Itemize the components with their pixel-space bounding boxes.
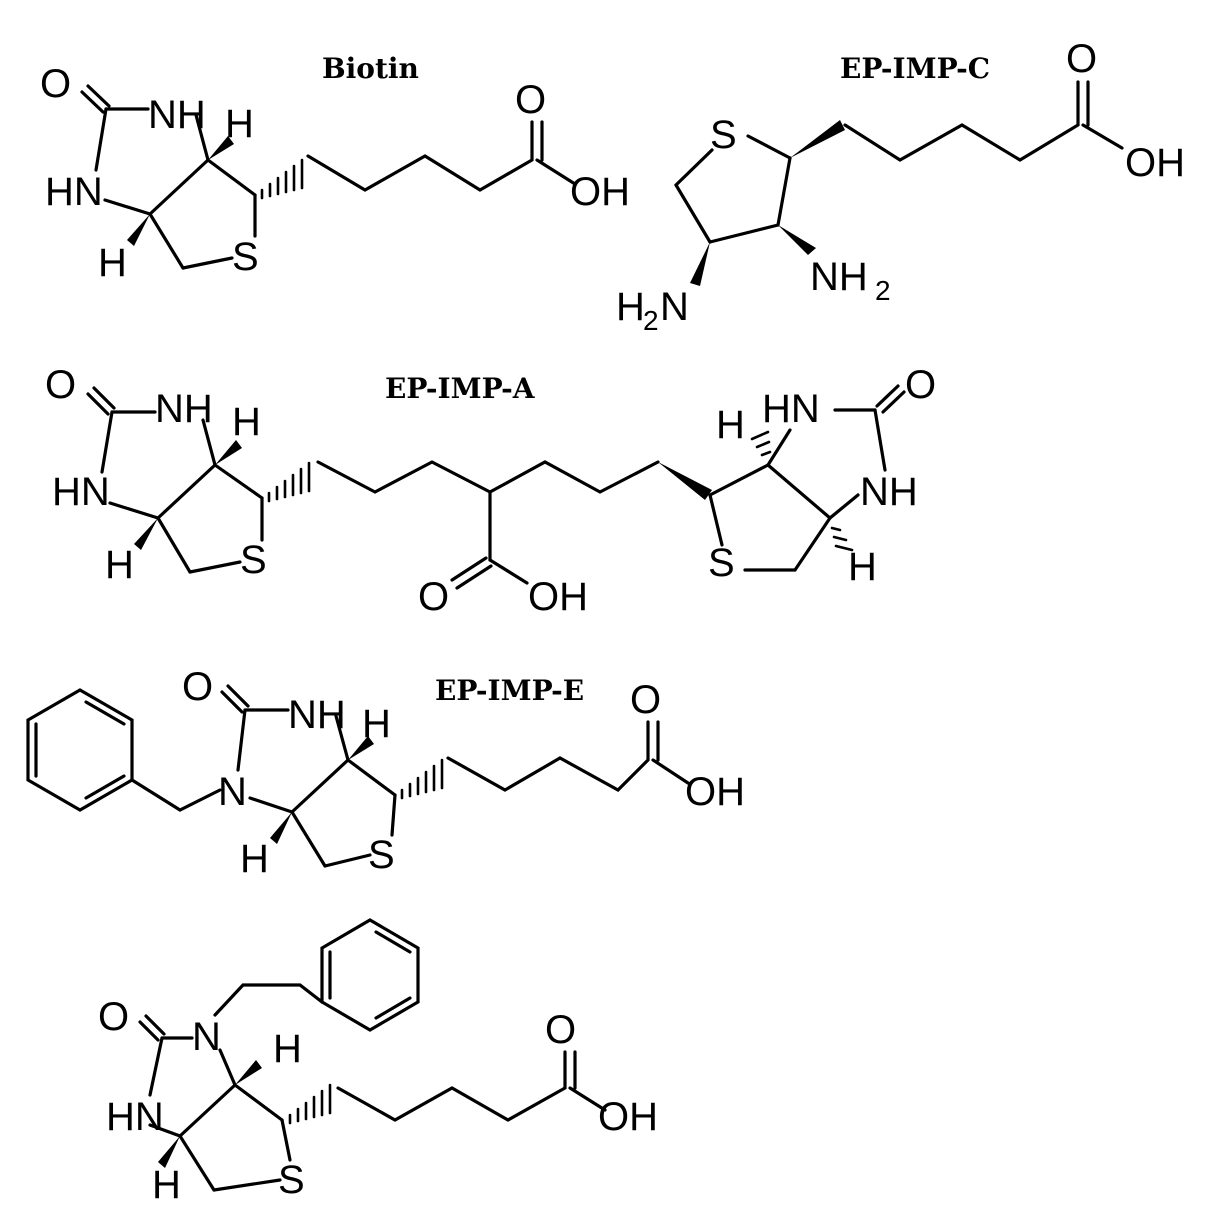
ep-imp-a-left-wedge-top: [215, 440, 242, 465]
ep-imp-e-wedge-top: [348, 736, 374, 760]
biotin-wedge-bottom: [127, 214, 150, 246]
biotin-h-bottom: H: [98, 241, 127, 285]
biotin-hn-left: HN: [45, 170, 103, 214]
ep-imp-c-h2n-n: N: [660, 285, 689, 329]
ep-imp-a-acid-oh: OH: [528, 575, 588, 619]
bottom-h-top: H: [273, 1027, 302, 1071]
biotin-caption: Biotin: [322, 52, 419, 85]
ep-imp-a-left-h-top: H: [232, 400, 261, 444]
ep-imp-a-right-urea-oxygen: O: [905, 363, 936, 407]
ep-imp-c-acid-oh: OH: [1125, 141, 1185, 185]
ep-imp-e-wedge-bottom: [270, 812, 292, 844]
ep-imp-a-right-h-top: H: [716, 403, 745, 447]
bottom-wedge-bottom: [158, 1136, 180, 1168]
ep-imp-a-left-urea-oxygen: O: [45, 363, 76, 407]
ep-imp-a-right-nh: NH: [860, 470, 918, 514]
bottom-acid-oxygen: O: [545, 1008, 576, 1052]
ep-imp-e-n-benzyl: N: [218, 770, 247, 814]
bottom-h-bottom: H: [152, 1163, 181, 1207]
ep-imp-c-h2n-h: H: [616, 285, 645, 329]
ep-imp-e-h-bottom: H: [240, 837, 269, 881]
ep-imp-e-urea-oxygen: O: [182, 665, 213, 709]
bottom-sulfur: S: [278, 1158, 305, 1202]
ep-imp-c-wedge-nh2: [778, 225, 816, 255]
ep-imp-a-right-h-bottom: H: [848, 545, 877, 589]
ep-imp-a-left-hash-bond: [267, 461, 311, 503]
bottom-benzene-ring: [320, 918, 420, 1032]
ep-imp-c-acid-oxygen: O: [1066, 37, 1097, 81]
ep-imp-a-right-sulfur: S: [708, 541, 735, 585]
ep-imp-e-structure: EP-IMP-E O NH H N H S O OH: [26, 665, 745, 881]
biotin-sulfur: S: [232, 235, 259, 279]
biotin-acid-oh: OH: [570, 170, 630, 214]
ep-imp-a-left-h-bottom: H: [105, 543, 134, 587]
ep-imp-e-sulfur: S: [368, 833, 395, 877]
ep-imp-c-wedge-chain: [790, 120, 845, 158]
ep-imp-e-acid-oxygen: O: [630, 678, 661, 722]
ep-imp-c-caption: EP-IMP-C: [840, 52, 990, 85]
bottom-wedge-top: [235, 1060, 262, 1085]
ep-imp-a-caption: EP-IMP-A: [385, 372, 536, 405]
bottom-hn: HN: [106, 1095, 164, 1139]
ep-imp-a-left-sulfur: S: [240, 538, 267, 582]
biotin-hash-bond: [260, 158, 304, 200]
biotin-wedge-top: [208, 136, 234, 160]
ep-imp-a-structure: EP-IMP-A O NH H HN H S O OH H HN O NH S …: [45, 363, 936, 619]
ep-imp-a-right-wedge-chain: [658, 462, 712, 500]
ep-imp-a-acid-oxygen: O: [418, 575, 449, 619]
bottom-n-benzyl: N: [192, 1015, 221, 1059]
bottom-urea-oxygen: O: [98, 995, 129, 1039]
ep-imp-c-structure: EP-IMP-C S O OH NH 2 H 2 N: [616, 37, 1185, 336]
ep-imp-a-left-hn: HN: [52, 470, 110, 514]
n-benzyl-biotin-structure: O N H HN H S O OH: [98, 918, 658, 1207]
ep-imp-a-right-hash-top: [750, 430, 772, 457]
bottom-acid-oh: OH: [598, 1095, 658, 1139]
biotin-structure: Biotin O NH H HN H S O OH: [40, 52, 630, 285]
bottom-hash-bond: [288, 1083, 332, 1125]
ep-imp-c-nh2-right: NH: [810, 255, 868, 299]
ep-imp-a-right-hash-bottom: [830, 526, 854, 552]
ep-imp-e-acid-oh: OH: [685, 770, 745, 814]
ep-imp-c-sulfur: S: [710, 113, 737, 157]
ep-imp-e-caption: EP-IMP-E: [435, 674, 584, 707]
ep-imp-a-right-hn: HN: [762, 387, 820, 431]
biotin-urea-oxygen: O: [40, 62, 71, 106]
ep-imp-e-benzene-ring: [26, 688, 134, 812]
ep-imp-c-h2n-subscript: 2: [643, 305, 659, 336]
ep-imp-a-left-wedge-bottom: [134, 518, 158, 550]
ep-imp-c-wedge-h2n: [690, 242, 710, 286]
biotin-acid-oxygen: O: [515, 78, 546, 122]
ep-imp-e-hash-bond: [400, 758, 444, 800]
ep-imp-c-nh2-subscript: 2: [875, 275, 891, 306]
